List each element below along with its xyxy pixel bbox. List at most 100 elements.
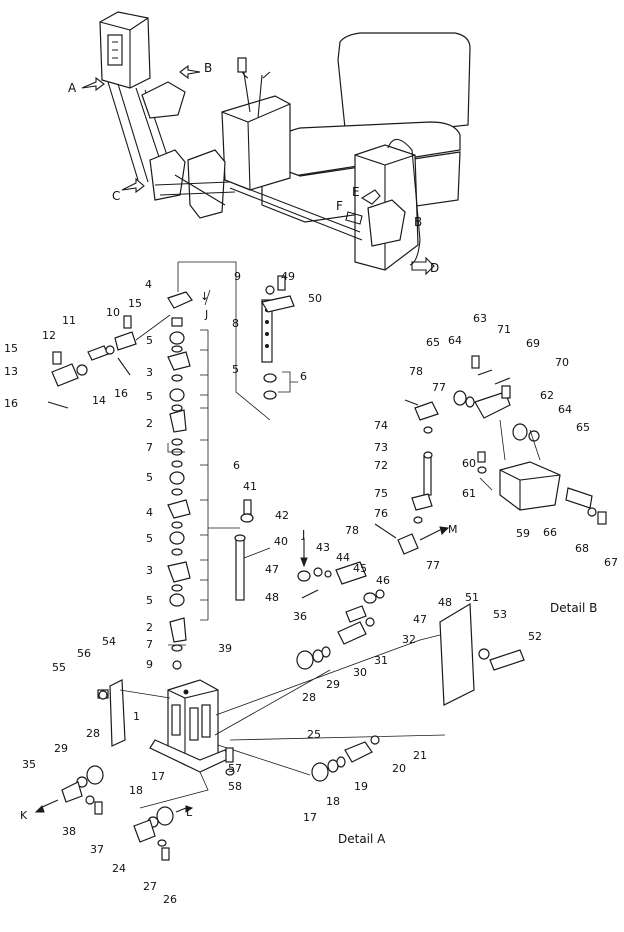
svg-text:50: 50 [308,292,322,305]
svg-text:↓: ↓ [200,290,209,303]
svg-text:48: 48 [438,596,452,609]
svg-text:30: 30 [353,666,367,679]
svg-text:54: 54 [102,635,116,648]
svg-text:35: 35 [22,758,36,771]
svg-text:5: 5 [146,594,153,607]
svg-text:59: 59 [516,527,530,540]
svg-text:7: 7 [146,638,153,651]
svg-text:38: 38 [62,825,76,838]
svg-text:29: 29 [326,678,340,691]
svg-text:B: B [414,215,422,229]
svg-text:11: 11 [62,314,76,327]
svg-text:68: 68 [575,542,589,555]
svg-text:J: J [301,528,305,541]
svg-text:15: 15 [4,342,18,355]
svg-text:6: 6 [233,459,240,472]
svg-text:36: 36 [293,610,307,623]
svg-text:5: 5 [146,471,153,484]
svg-text:5: 5 [232,363,239,376]
svg-text:29: 29 [54,742,68,755]
svg-text:17: 17 [151,770,165,783]
svg-text:70: 70 [555,356,569,369]
svg-text:14: 14 [92,394,106,407]
rod-40 [234,499,271,601]
svg-text:46: 46 [376,574,390,587]
svg-text:2: 2 [146,621,153,634]
svg-text:2: 2 [146,417,153,430]
svg-text:76: 76 [374,507,388,520]
svg-text:28: 28 [302,691,316,704]
svg-text:E: E [352,185,360,199]
svg-text:7: 7 [146,441,153,454]
svg-text:57: 57 [228,762,242,775]
svg-text:20: 20 [392,762,406,775]
svg-text:60: 60 [462,457,476,470]
svg-text:65: 65 [426,336,440,349]
svg-text:21: 21 [413,749,427,762]
svg-text:74: 74 [374,419,388,432]
svg-text:69: 69 [526,337,540,350]
svg-text:72: 72 [374,459,388,472]
svg-text:B: B [204,61,212,75]
svg-text:9: 9 [234,270,241,283]
svg-text:C: C [112,189,120,203]
svg-text:32: 32 [402,633,416,646]
svg-text:77: 77 [426,559,440,572]
svg-text:9: 9 [146,658,153,671]
svg-text:58: 58 [228,780,242,793]
svg-text:53: 53 [493,608,507,621]
svg-text:4: 4 [146,506,153,519]
svg-text:77: 77 [432,381,446,394]
lower-pivot-parts [34,617,380,861]
left-link-parts [47,314,171,409]
svg-text:64: 64 [448,334,462,347]
link-43-48 [297,538,385,623]
svg-text:J: J [204,308,208,321]
svg-text:25: 25 [307,728,321,741]
svg-text:15: 15 [128,297,142,310]
svg-text:56: 56 [77,647,91,660]
svg-text:F: F [336,199,343,213]
svg-text:L: L [186,806,193,819]
svg-text:3: 3 [146,366,153,379]
svg-text:43: 43 [316,541,330,554]
svg-text:71: 71 [497,323,511,336]
svg-text:18: 18 [129,784,143,797]
svg-text:26: 26 [163,893,177,906]
svg-text:8: 8 [232,317,239,330]
lever-stack [167,261,271,670]
svg-text:37: 37 [90,843,104,856]
detail-b-caption: Detail B [550,601,597,615]
svg-text:67: 67 [604,556,618,569]
housing-block [97,634,446,809]
svg-text:65: 65 [576,421,590,434]
svg-text:12: 12 [42,329,56,342]
svg-text:64: 64 [558,403,572,416]
svg-text:63: 63 [473,312,487,325]
svg-text:61: 61 [462,487,476,500]
svg-text:47: 47 [265,563,279,576]
svg-text:3: 3 [146,564,153,577]
svg-text:49: 49 [281,270,295,283]
operator-seat-overview: A B C D E F B [68,11,471,276]
svg-text:40: 40 [274,535,288,548]
plate-51 [225,602,525,776]
svg-text:73: 73 [374,441,388,454]
svg-text:16: 16 [4,397,18,410]
svg-text:27: 27 [143,880,157,893]
svg-text:6: 6 [300,370,307,383]
svg-text:M: M [448,523,458,536]
svg-text:13: 13 [4,365,18,378]
svg-text:5: 5 [146,532,153,545]
svg-text:K: K [20,809,28,822]
svg-text:78: 78 [409,365,423,378]
svg-text:24: 24 [112,862,126,875]
svg-text:16: 16 [114,387,128,400]
svg-text:66: 66 [543,526,557,539]
svg-text:17: 17 [303,811,317,824]
svg-text:75: 75 [374,487,388,500]
svg-text:5: 5 [146,334,153,347]
svg-text:31: 31 [374,654,388,667]
svg-text:18: 18 [326,795,340,808]
